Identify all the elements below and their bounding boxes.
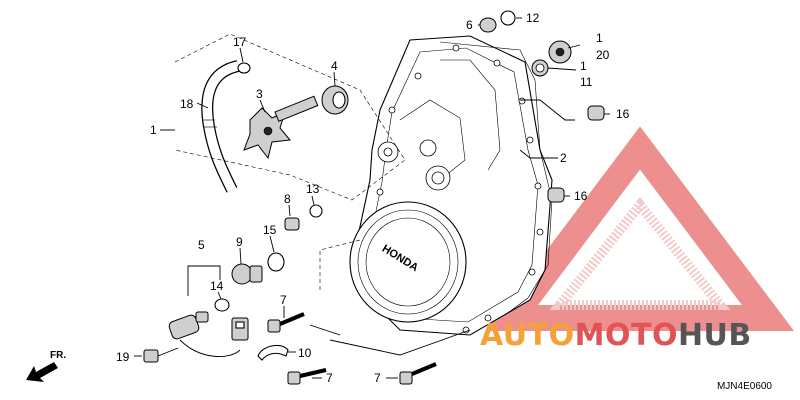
callout-10: 10 <box>298 346 312 360</box>
callout-17: 17 <box>233 35 247 49</box>
callout-11: 11 <box>580 75 593 89</box>
diagram-code: MJN4E0600 <box>716 381 772 392</box>
bearing-20 <box>548 40 572 64</box>
callout-18: 18 <box>180 97 194 111</box>
bolt-7b <box>287 368 327 385</box>
watermark-part-moto: MOTO <box>574 318 678 353</box>
watermark-text: AUTOMOTOHUB <box>480 318 752 353</box>
callout-14: 14 <box>210 279 224 293</box>
bolt-19 <box>143 347 179 363</box>
mechanical-seal-4 <box>321 85 349 115</box>
callout-5: 5 <box>198 238 205 252</box>
o-ring-14 <box>214 298 230 312</box>
callout-13: 13 <box>306 182 320 196</box>
callout-1a: 1 <box>596 31 603 45</box>
dowel-pin-16a <box>587 105 605 121</box>
callout-1c: 1 <box>150 123 157 137</box>
callout-7b: 7 <box>326 371 333 385</box>
callout-8: 8 <box>284 192 291 206</box>
callout-6: 6 <box>466 18 473 32</box>
collar-6 <box>479 17 497 33</box>
o-ring-12 <box>500 10 516 26</box>
watermark-part-hub: HUB <box>677 318 752 353</box>
callout-9: 9 <box>236 235 243 249</box>
bolt-8 <box>284 217 300 231</box>
leader-lines <box>134 17 610 379</box>
sensor-5 <box>168 311 249 357</box>
cover-gasket <box>439 41 553 316</box>
oil-seal-11 <box>531 59 549 77</box>
bolt-7c <box>399 362 437 385</box>
callout-16b: 16 <box>574 189 588 203</box>
bolt-7a <box>267 312 305 333</box>
generator-cover: HONDA <box>349 201 467 323</box>
front-direction-label: FR. <box>50 350 67 361</box>
o-ring-15 <box>267 252 285 272</box>
watermark-part-auto: AUTO <box>480 318 575 353</box>
hose-clip-17 <box>237 62 251 74</box>
callout-12: 12 <box>526 11 540 25</box>
callout-19: 19 <box>116 350 130 364</box>
callout-16a: 16 <box>616 107 630 121</box>
callout-labels: 1 20 1 11 6 12 16 16 2 17 4 3 18 1 13 8 … <box>116 11 630 385</box>
watermark-logo <box>485 126 795 331</box>
dowel-pin-16b <box>547 187 565 203</box>
callout-2: 2 <box>560 151 567 165</box>
callout-7c: 7 <box>374 371 381 385</box>
washer-13 <box>309 204 323 218</box>
water-pump-impeller-3 <box>243 95 319 160</box>
front-direction-arrow <box>26 362 58 382</box>
callout-15: 15 <box>263 223 277 237</box>
wire-clamp-10 <box>257 344 289 361</box>
callout-20: 20 <box>596 48 610 62</box>
plug-9 <box>231 263 263 285</box>
callout-1b: 1 <box>580 59 587 73</box>
callout-7a: 7 <box>280 293 287 307</box>
callout-4: 4 <box>331 59 338 73</box>
callout-3: 3 <box>256 87 263 101</box>
water-hose-18 <box>201 60 240 193</box>
